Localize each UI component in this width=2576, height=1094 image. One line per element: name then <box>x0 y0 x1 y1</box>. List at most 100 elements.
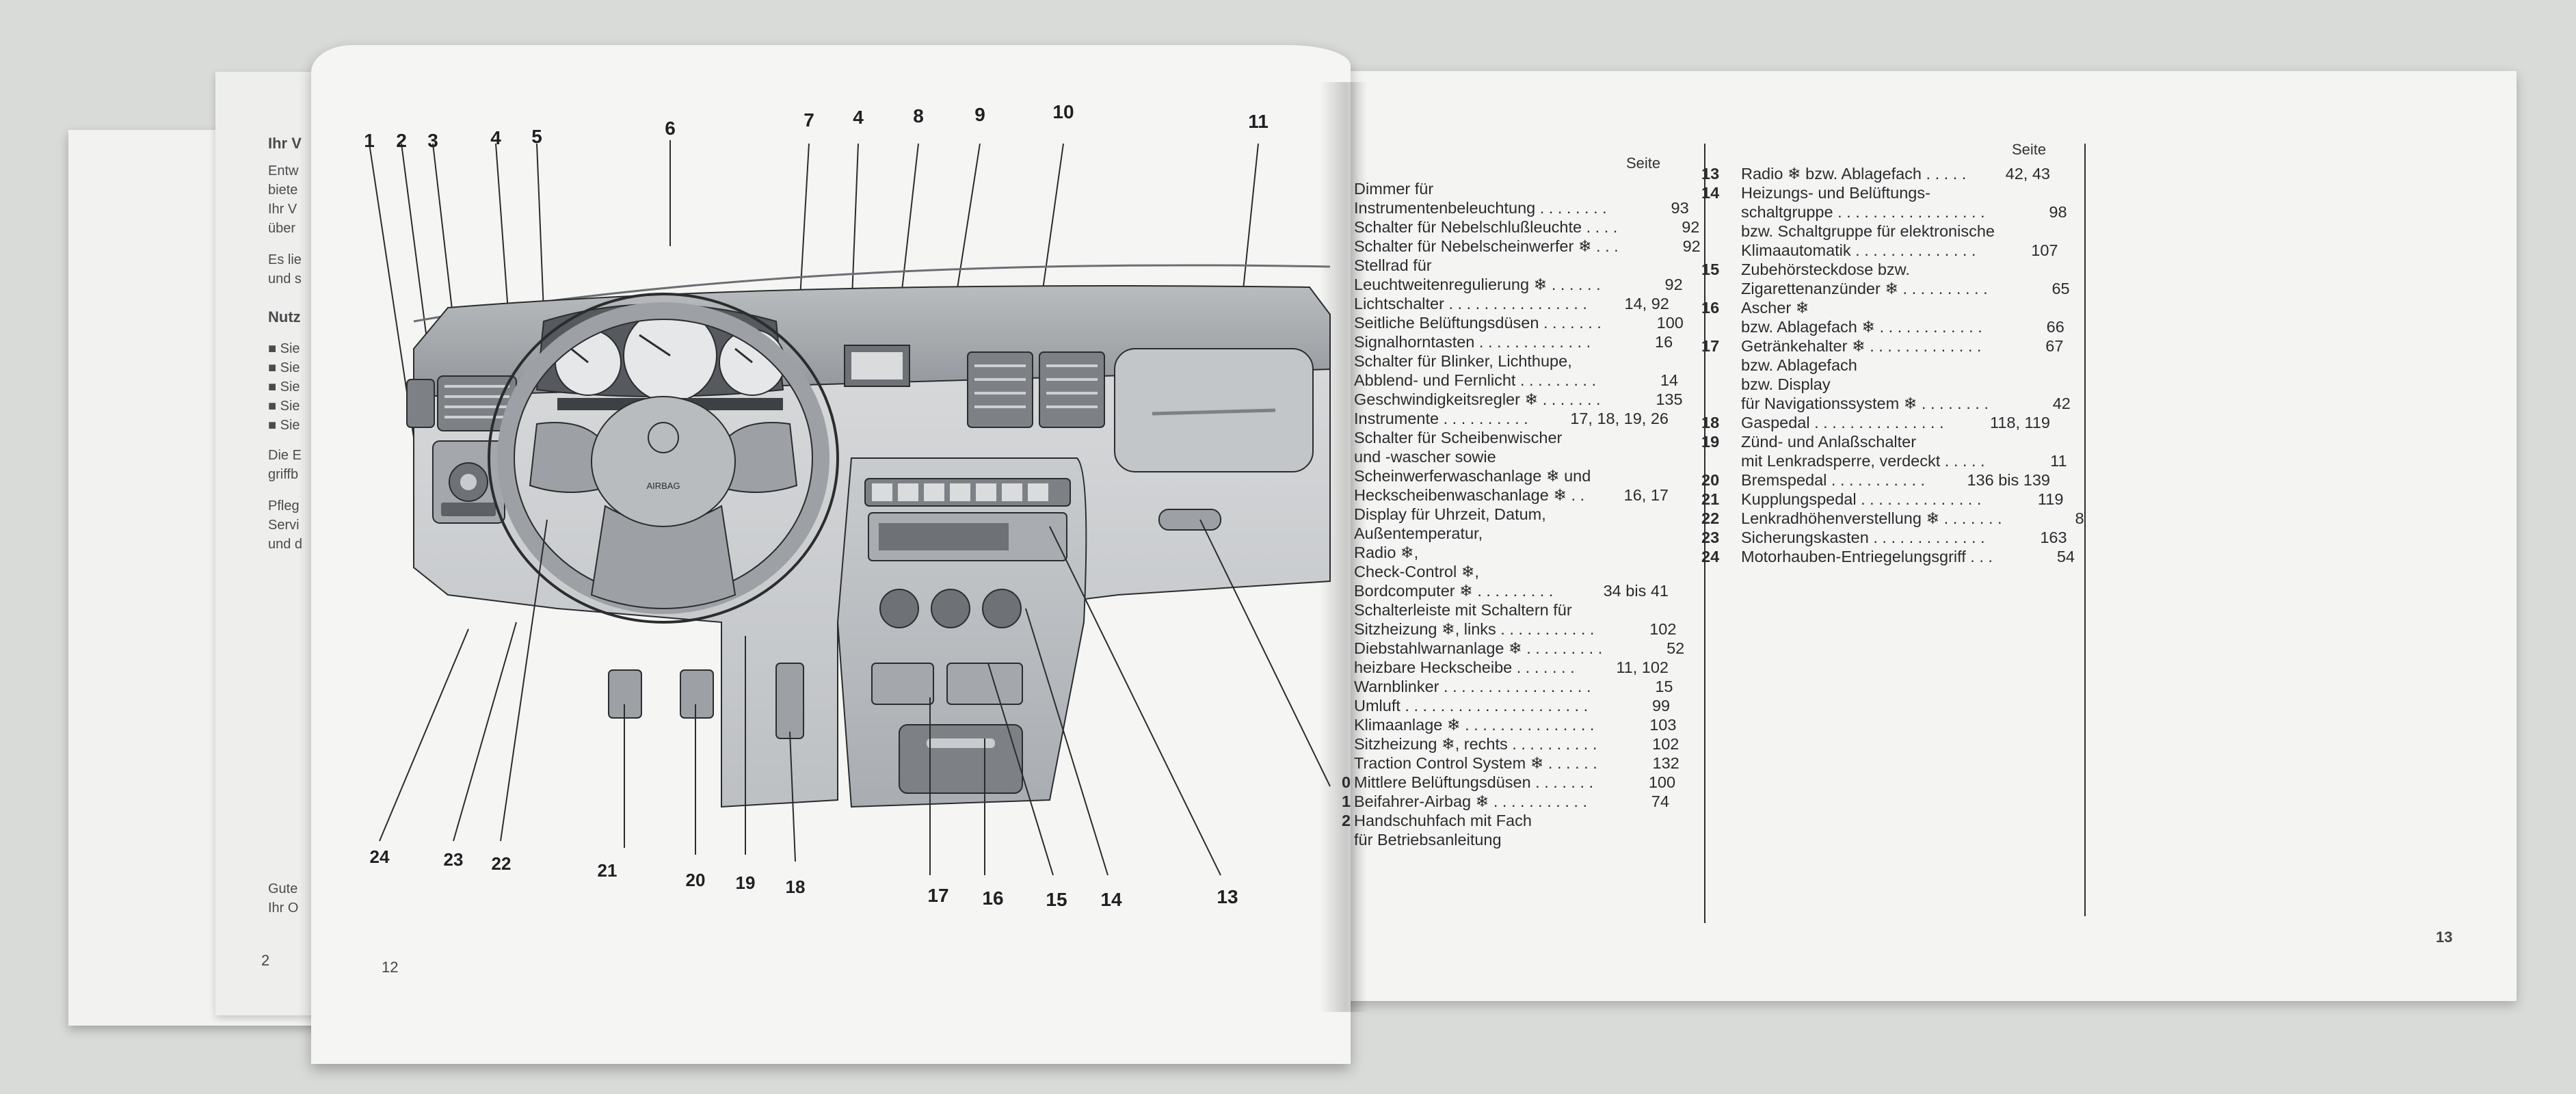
index-text: Ascher ❄ <box>1741 299 1809 317</box>
index-row: 2Handschuhfach mit Fach <box>1342 811 1669 830</box>
index-row: Schalter für Nebelscheinwerfer ❄ . . .92 <box>1354 237 1701 256</box>
index-text: Warnblinker . . . . . . . . . . . . . . … <box>1354 678 1591 695</box>
index-text: Traction Control System ❄ . . . . . . <box>1354 754 1597 772</box>
index-text: mit Lenkradsperre, verdeckt . . . . . <box>1741 452 1985 470</box>
index-page: 135 <box>1656 390 1683 408</box>
index-page: 34 bis 41 <box>1603 582 1669 600</box>
callout-20: 20 <box>685 870 706 890</box>
strip-paragraph-2: Es lie und s <box>268 252 302 286</box>
index-row: Umluft . . . . . . . . . . . . . . . . .… <box>1354 696 1670 715</box>
index-page: 92 <box>1664 276 1683 293</box>
index-text: Scheinwerferwaschanlage ❄ und <box>1354 467 1591 485</box>
callout-3: 3 <box>427 130 438 151</box>
index-page: 136 bis 139 <box>1967 471 2050 489</box>
callout-19: 19 <box>735 872 756 893</box>
index-page: 8 <box>2075 509 2084 527</box>
callout-4: 4 <box>490 127 501 148</box>
seite-label-col2: Seite <box>2012 141 2047 158</box>
index-page: 98 <box>2049 203 2067 221</box>
index-page: 100 <box>1656 314 1684 332</box>
index-row: Traction Control System ❄ . . . . . .132 <box>1354 753 1679 773</box>
index-text: Seitliche Belüftungsdüsen . . . . . . . <box>1354 314 1602 332</box>
index-page: 42 <box>2052 395 2071 412</box>
index-row: Warnblinker . . . . . . . . . . . . . . … <box>1354 677 1673 696</box>
index-page: 92 <box>1682 237 1701 255</box>
index-text: schaltgruppe . . . . . . . . . . . . . .… <box>1741 203 1985 221</box>
index-page: 54 <box>2056 548 2075 565</box>
index-page: 14 <box>1660 371 1678 389</box>
index-number: 23 <box>1701 529 1720 546</box>
index-row: bzw. Display <box>1701 375 2050 394</box>
callout-5: 5 <box>531 126 542 147</box>
index-page: 67 <box>2045 337 2064 355</box>
callout-2: 2 <box>396 130 407 151</box>
index-text: Zünd- und Anlaßschalter <box>1741 433 1917 451</box>
index-row: Scheinwerferwaschanlage ❄ und <box>1354 466 1669 485</box>
index-text: Beifahrer-Airbag ❄ . . . . . . . . . . . <box>1354 792 1587 810</box>
right-page <box>1344 71 2517 1001</box>
index-row: 1Beifahrer-Airbag ❄ . . . . . . . . . . … <box>1342 792 1669 811</box>
index-number: 24 <box>1701 548 1720 565</box>
index-text: Außentemperatur, <box>1354 524 1483 542</box>
index-row: Klimaanlage ❄ . . . . . . . . . . . . . … <box>1354 715 1676 734</box>
index-page: 66 <box>2046 318 2064 336</box>
index-row: Schalter für Blinker, Lichthupe, <box>1354 351 1669 371</box>
index-row: Zigarettenanzünder ❄ . . . . . . . . . .… <box>1701 279 2070 298</box>
index-page: 93 <box>1671 199 1689 217</box>
index-row: Außentemperatur, <box>1354 524 1669 543</box>
index-text: Schalter für Blinker, Lichthupe, <box>1354 352 1572 370</box>
callout-8: 8 <box>913 105 924 126</box>
index-row: Schalter für Nebelschlußleuchte . . . .9… <box>1354 217 1699 237</box>
index-text: Heckscheibenwaschanlage ❄ . . <box>1354 486 1585 504</box>
index-text: bzw. Display <box>1741 375 1831 393</box>
index-row: Bordcomputer ❄ . . . . . . . . .34 bis 4… <box>1354 581 1669 600</box>
index-row: Lichtschalter . . . . . . . . . . . . . … <box>1354 294 1669 313</box>
index-text: Schalterleiste mit Schaltern für <box>1354 601 1572 619</box>
strip-heading-2: Nutz <box>268 308 301 325</box>
index-row: Geschwindigkeitsregler ❄ . . . . . . .13… <box>1354 390 1683 409</box>
index-text: bzw. Ablagefach <box>1741 356 1857 374</box>
index-page: 102 <box>1652 735 1679 753</box>
index-number: 13 <box>1701 165 1720 183</box>
index-page: 42, 43 <box>2005 165 2050 183</box>
index-page: 103 <box>1649 716 1677 734</box>
center-console <box>836 457 1087 808</box>
index-page: 119 <box>2037 490 2064 508</box>
index-page: 163 <box>2040 529 2067 546</box>
callout-15: 15 <box>1046 889 1067 910</box>
index-row: heizbare Heckscheibe . . . . . . .11, 10… <box>1354 658 1669 677</box>
strip-page-number: 2 <box>261 952 270 969</box>
index-text: Heizungs- und Belüftungs- <box>1741 184 1930 202</box>
callout-14: 14 <box>1100 889 1122 910</box>
index-number: 20 <box>1701 471 1720 489</box>
index-page: 14, 92 <box>1624 295 1669 312</box>
index-text: und -wascher sowie <box>1354 448 1496 466</box>
index-text: Klimaanlage ❄ . . . . . . . . . . . . . … <box>1354 716 1595 734</box>
index-text: Kupplungspedal . . . . . . . . . . . . .… <box>1741 490 1982 508</box>
index-page: 11 <box>2050 452 2067 470</box>
glovebox <box>1114 348 1314 531</box>
index-row: Heckscheibenwaschanlage ❄ . . 16, 17 <box>1354 485 1669 505</box>
index-row: Leuchtweitenregulierung ❄ . . . . . .92 <box>1354 275 1683 294</box>
index-row: und -wascher sowie <box>1354 447 1669 466</box>
index-page: 107 <box>2031 241 2058 259</box>
center-display <box>844 345 910 387</box>
index-page: 118, 119 <box>1990 414 2050 431</box>
right-page-number: 13 <box>2436 929 2453 946</box>
index-row: bzw. Ablagefach <box>1701 356 2050 375</box>
index-page: 16, 17 <box>1623 486 1669 504</box>
index-page: 16 <box>1655 333 1673 351</box>
index-row: 0Mittlere Belüftungsdüsen . . . . . . .1… <box>1342 773 1675 792</box>
callout-11: 11 <box>1248 111 1269 132</box>
index-row: Signalhorntasten . . . . . . . . . . . .… <box>1354 332 1673 351</box>
index-row: für Navigationssystem ❄ . . . . . . . .4… <box>1701 394 2071 413</box>
index-number: 16 <box>1701 299 1720 317</box>
index-row: Radio ❄, <box>1354 543 1669 562</box>
index-row: Stellrad für <box>1354 256 1669 275</box>
index-text: Signalhorntasten . . . . . . . . . . . .… <box>1354 333 1591 351</box>
